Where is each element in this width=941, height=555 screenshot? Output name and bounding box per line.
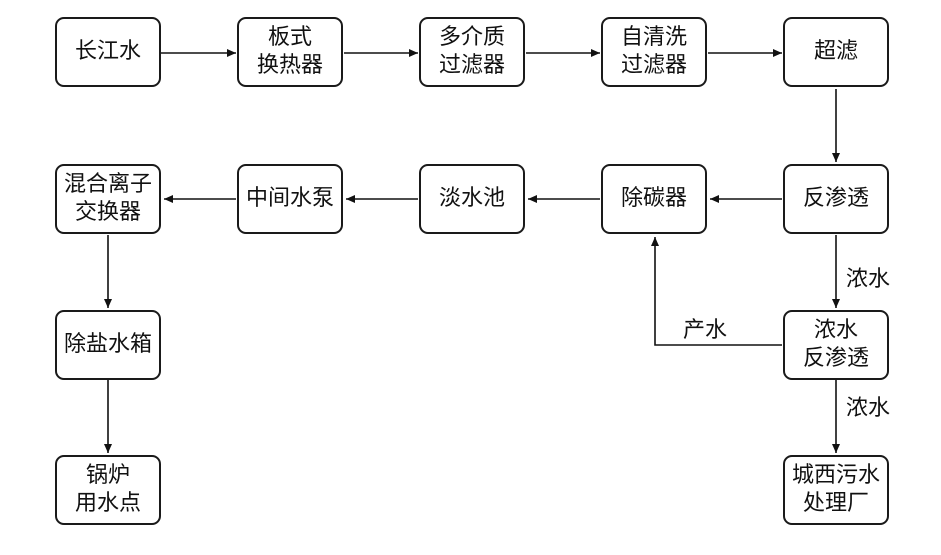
edge-conc-product-decarb: [651, 237, 782, 346]
node-concentrate-ro: 浓水 反渗透: [783, 310, 889, 380]
node-decarbonizer: 除碳器: [601, 164, 707, 234]
node-ultrafiltration: 超滤: [783, 17, 889, 87]
node-boiler-use-point: 锅炉 用水点: [55, 455, 161, 525]
node-mixed-ion-exchanger: 混合离子 交换器: [55, 164, 161, 234]
node-wastewater-plant: 城西污水 处理厂: [783, 455, 889, 525]
label-product-water: 产水: [683, 318, 728, 343]
node-multimedia-filter: 多介质 过滤器: [419, 17, 525, 87]
node-changjiang-water: 长江水: [55, 17, 161, 87]
node-demineralized-tank: 除盐水箱: [55, 310, 161, 380]
label-concentrate-1: 浓水: [846, 267, 891, 292]
node-intermediate-pump: 中间水泵: [237, 164, 343, 234]
label-concentrate-2: 浓水: [846, 396, 891, 421]
node-reverse-osmosis: 反渗透: [783, 164, 889, 234]
node-selfcleaning-filter: 自清洗 过滤器: [601, 17, 707, 87]
node-fresh-water-pool: 淡水池: [419, 164, 525, 234]
node-plate-heat-exchanger: 板式 换热器: [237, 17, 343, 87]
